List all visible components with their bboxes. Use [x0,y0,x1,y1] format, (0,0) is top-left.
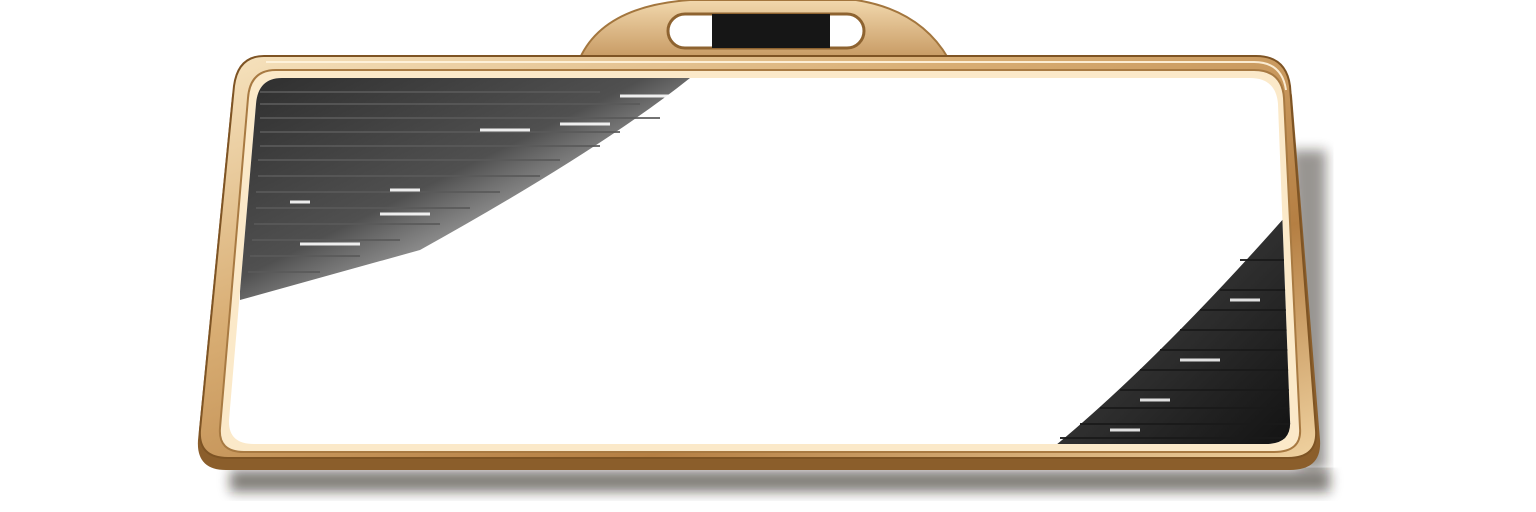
frame-highlight [266,61,1287,91]
top-tab [578,0,950,59]
brushed-metal-reflections [240,78,1291,444]
